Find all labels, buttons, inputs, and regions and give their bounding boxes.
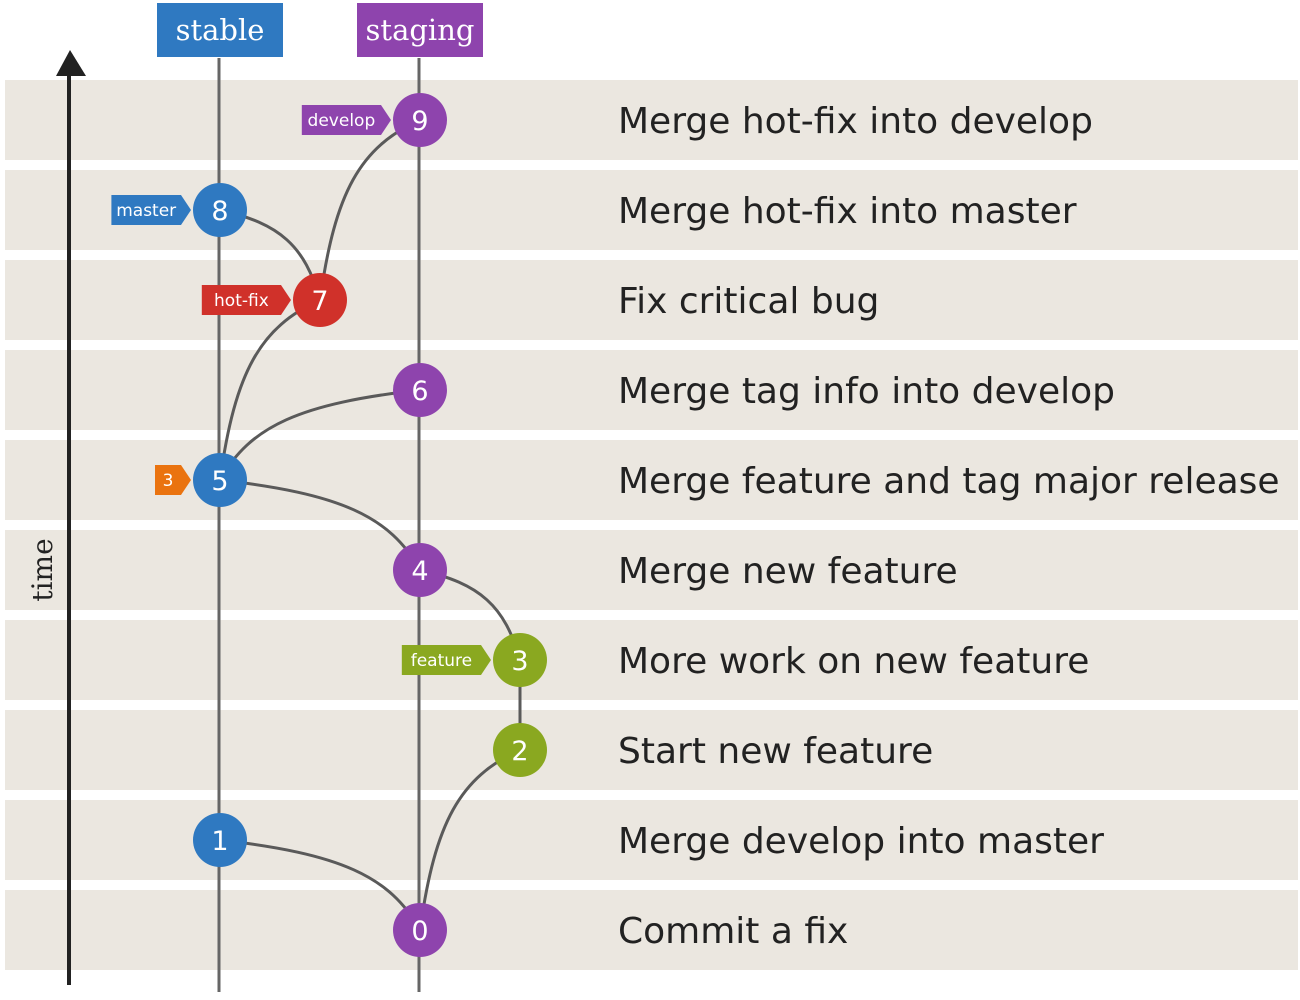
commit-node: 1 [193,813,247,867]
commit-number: 8 [211,196,228,227]
commit-node: 8 [193,183,247,237]
branch-tag-label: feature [411,651,472,671]
commit-number: 6 [411,376,428,407]
branch-tag: feature [401,645,491,675]
commit-number: 4 [411,556,428,587]
row-description: Fix critical bug [618,281,879,322]
commit-node: 9 [393,93,447,147]
commit-circle [393,543,447,597]
row-description: Merge tag info into develop [618,371,1115,412]
commit-circle [193,453,247,507]
branch-tag-label: develop [308,111,376,131]
commit-number: 9 [411,106,428,137]
commit-node: 0 [393,903,447,957]
commit-circle [393,363,447,417]
branch-tag: 3 [155,465,191,495]
row-description: Start new feature [618,731,933,772]
branch-tag-shape [155,465,191,495]
staging-header-box [357,3,483,57]
branch-tag-shape [201,285,291,315]
commit-number: 2 [511,736,528,767]
branch-tag: master [111,195,191,225]
row-description: Merge new feature [618,551,958,592]
stable-header-box [157,3,283,57]
commit-number: 5 [211,466,228,497]
stable-lane-header: stable [157,3,283,57]
time-axis-arrow-icon [56,50,86,76]
commit-circle [193,183,247,237]
row-description: Merge develop into master [618,821,1104,862]
commit-circle [193,813,247,867]
commit-node: 2 [493,723,547,777]
branch-tag-shape [301,105,391,135]
row-description: Merge hot-fix into develop [618,101,1093,142]
staging-header-label: staging [366,13,475,47]
time-axis: time [26,50,86,985]
branch-tag: develop [301,105,391,135]
commit-nodes: 9 develop 8 master 7 hot-fix 6 5 3 4 3 feature 2 1 0 [111,93,547,957]
commit-number: 3 [511,646,528,677]
commit-number: 7 [311,286,328,317]
commit-circle [293,273,347,327]
branch-tag-shape [401,645,491,675]
commit-node: 6 [393,363,447,417]
row-description: Merge hot-fix into master [618,191,1077,232]
commit-circle [393,903,447,957]
stable-header-label: stable [176,13,265,47]
commit-node: 7 [293,273,347,327]
branch-tag-shape [111,195,191,225]
row-description: More work on new feature [618,641,1089,682]
commit-number: 1 [211,826,228,857]
commit-node: 3 [493,633,547,687]
row-description: Commit a fix [618,911,848,952]
row-description: Merge feature and tag major release [618,461,1280,502]
time-axis-label: time [26,538,59,601]
commit-node: 5 [193,453,247,507]
branch-tag-label: 3 [163,471,174,491]
staging-lane-header: staging [357,3,483,57]
branch-tag: hot-fix [201,285,291,315]
commit-circle [393,93,447,147]
branch-tag-label: hot-fix [214,291,269,311]
branch-tag-label: master [116,201,176,221]
commit-number: 0 [411,916,428,947]
commit-circle [493,633,547,687]
commit-circle [493,723,547,777]
commit-node: 4 [393,543,447,597]
